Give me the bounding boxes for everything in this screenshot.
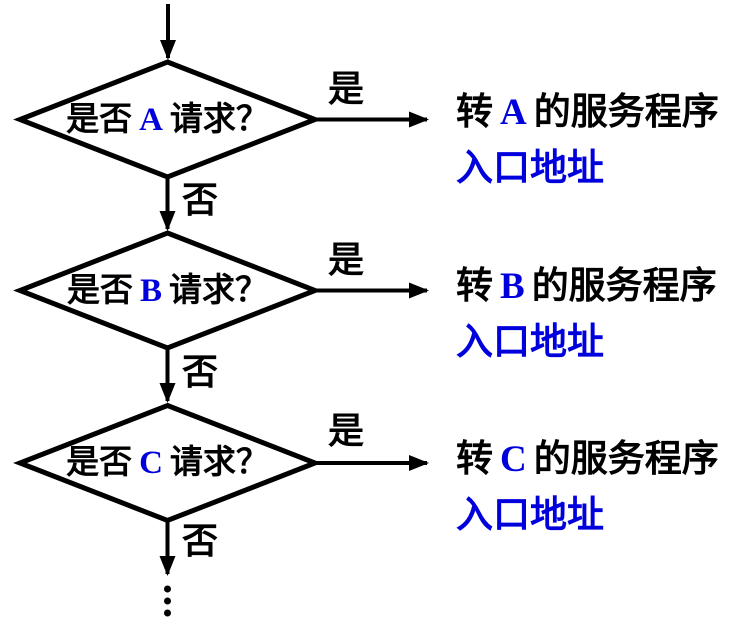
service-letter-a: A [500, 92, 527, 133]
decision-prefix: 是否 [66, 445, 133, 481]
no-label-c: 否 [181, 521, 218, 561]
result-suffix: 的服务程序 [533, 92, 719, 133]
ellipsis-dot [164, 597, 171, 605]
ellipsis-dot [164, 585, 171, 593]
result-prefix: 转 [456, 92, 493, 133]
no-label-b: 否 [181, 352, 218, 392]
decision-prefix: 是否 [66, 273, 133, 309]
result-suffix: 的服务程序 [531, 266, 717, 307]
no-label-a: 否 [181, 180, 218, 220]
yes-label-c: 是 [327, 411, 364, 451]
service-letter-b: B [500, 266, 525, 307]
ellipsis-dot [164, 609, 171, 617]
result-line2-a: 入口地址 [456, 148, 604, 189]
yes-label-a: 是 [327, 69, 364, 109]
service-letter-c: C [500, 439, 527, 480]
request-letter-c: C [139, 445, 163, 481]
request-letter-b: B [139, 273, 162, 309]
result-line2-b: 入口地址 [456, 322, 604, 363]
decision-suffix: 请求？ [169, 102, 269, 138]
request-letter-a: A [139, 102, 163, 138]
decision-suffix: 请求？ [169, 445, 269, 481]
yes-label-b: 是 [327, 240, 364, 280]
result-prefix: 转 [456, 266, 493, 307]
result-line2-c: 入口地址 [456, 495, 604, 536]
decision-suffix: 请求？ [169, 273, 268, 309]
result-suffix: 的服务程序 [533, 439, 719, 480]
result-prefix: 转 [456, 439, 493, 480]
decision-prefix: 是否 [66, 102, 133, 138]
